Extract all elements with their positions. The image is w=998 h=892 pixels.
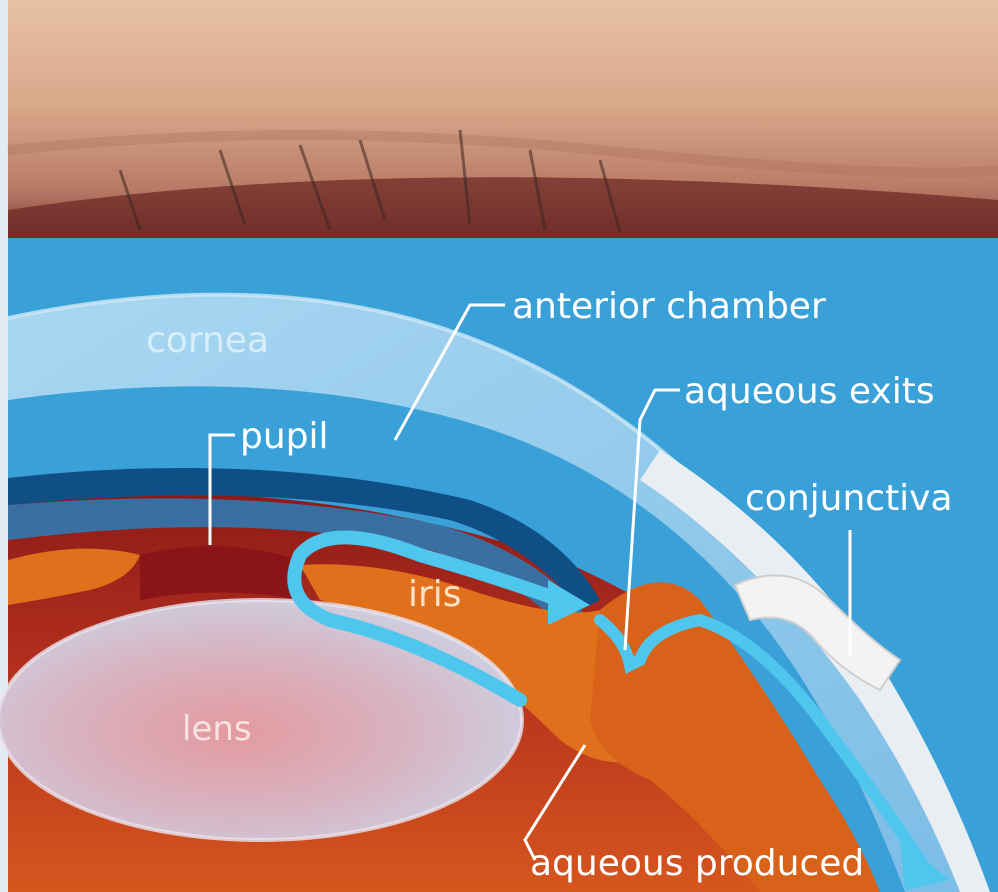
eyelid-photo bbox=[8, 0, 998, 238]
label-pupil: pupil bbox=[240, 416, 329, 457]
label-cornea: cornea bbox=[146, 320, 269, 361]
label-aqueous-exits: aqueous exits bbox=[684, 371, 935, 412]
label-aqueous-produced: aqueous produced bbox=[530, 843, 864, 884]
label-lens: lens bbox=[182, 709, 252, 749]
label-anterior-chamber: anterior chamber bbox=[512, 286, 826, 327]
label-iris: iris bbox=[408, 574, 462, 615]
pupil bbox=[140, 546, 300, 600]
label-conjunctiva: conjunctiva bbox=[745, 478, 953, 519]
